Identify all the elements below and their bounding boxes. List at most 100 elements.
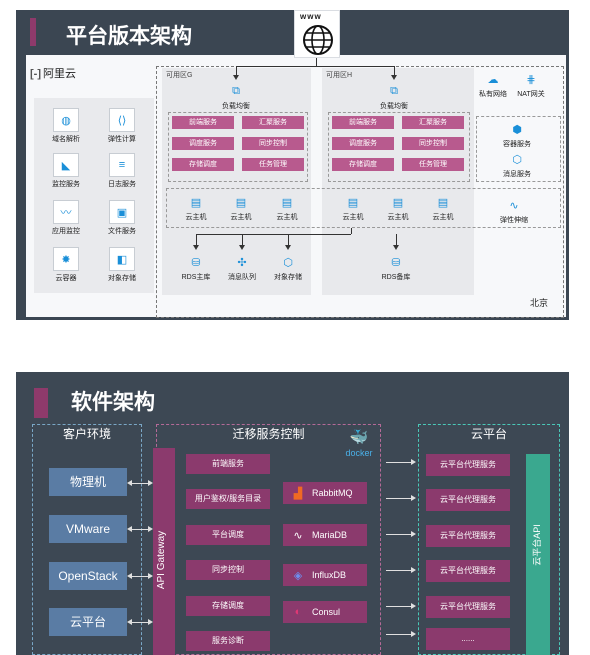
- slide-title: 平台版本架构: [66, 25, 192, 48]
- internet-link-line: [316, 58, 317, 66]
- cloud-proxy-service: 云平台代理服务: [426, 489, 510, 511]
- server-icon: ▤: [235, 196, 247, 209]
- link-line: [394, 66, 395, 76]
- migration-service: 前端服务: [186, 454, 270, 474]
- folder-icon: ▣: [109, 200, 135, 224]
- rds-standby: ⛁RDS备库: [376, 253, 416, 282]
- nat-gateway-icon: ⋕: [526, 73, 536, 86]
- module: 同步控制: [242, 137, 304, 150]
- component-mariadb: ∿MariaDB: [283, 524, 367, 546]
- storage-link-line: [351, 228, 352, 234]
- load-balancer-g: ⧉负载均衡: [218, 82, 254, 111]
- consul-icon: ◐: [294, 606, 302, 618]
- region-label: 北京: [530, 298, 549, 308]
- migration-service: 用户鉴权/服务目录: [186, 489, 270, 509]
- aliyun-logo-icon: [-]: [30, 68, 41, 80]
- component-consul: ◐Consul: [283, 601, 367, 623]
- arrow-down-icon: [391, 75, 397, 80]
- load-balancer-h: ⧉负载均衡: [376, 82, 412, 111]
- load-balancer-icon: ⧉: [390, 84, 398, 97]
- module: 前端服务: [332, 116, 394, 129]
- server-icon: ▤: [347, 196, 359, 209]
- code-icon: ⟨⟩: [109, 108, 135, 132]
- arrow-right: [386, 567, 416, 573]
- arrow-right: [386, 531, 416, 537]
- service-container: ✸云容器: [40, 247, 92, 283]
- zone-g-modules: [168, 112, 308, 182]
- link-line: [396, 234, 397, 246]
- object-storage: ⬡对象存储: [270, 253, 306, 282]
- log-icon: ≡: [109, 153, 135, 177]
- service-container: ⬢容器服务: [501, 120, 533, 149]
- autoscaling-icon: ∿: [509, 199, 519, 212]
- platform-architecture-slide: 平台版本架构 www [-]阿里云 ◍域名解析 ⟨⟩弹性计算 ◣监控服务 ≡日志…: [16, 10, 569, 320]
- service-app-monitor: 〰应用监控: [40, 200, 92, 236]
- slide-title: 软件架构: [71, 391, 155, 414]
- service-nat: ⋕NAT网关: [513, 70, 549, 99]
- module: 存储调度: [172, 158, 234, 171]
- cloud-proxy-service: 云平台代理服务: [426, 596, 510, 618]
- mariadb-icon: ∿: [293, 529, 303, 542]
- docker-label: docker: [345, 448, 373, 458]
- module: 存储调度: [332, 158, 394, 171]
- zone-h-label: 可用区H: [326, 72, 353, 79]
- storage-link-line: [196, 234, 351, 235]
- rds-primary: ⛁RDS主库: [178, 253, 214, 282]
- module: 汇聚服务: [402, 116, 464, 129]
- module: 调度服务: [332, 137, 394, 150]
- service-monitor: ◣监控服务: [40, 153, 92, 189]
- arrow-down-icon: [233, 75, 239, 80]
- cloud-host: ▤云主机: [272, 193, 302, 222]
- queue-icon: ✣: [237, 256, 247, 269]
- server-icon: ▤: [190, 196, 202, 209]
- influxdb-icon: ◈: [293, 569, 303, 582]
- service-object-storage: ◧对象存储: [96, 247, 148, 283]
- link-line: [288, 234, 289, 246]
- zone-g-label: 可用区G: [166, 72, 193, 79]
- cloud-icon: ☁: [487, 73, 499, 86]
- right-services-box: [476, 116, 561, 182]
- bidirectional-arrow: [127, 619, 153, 625]
- cloud-host-row: [166, 188, 561, 228]
- service-message: ⬡消息服务: [501, 150, 533, 179]
- cloud-proxy-service: 云平台代理服务: [426, 525, 510, 547]
- title-accent-bar: [30, 18, 36, 46]
- client-openstack: OpenStack: [49, 562, 127, 590]
- component-influxdb: ◈InfluxDB: [283, 564, 367, 586]
- aliyun-logo: [-]阿里云: [30, 65, 76, 81]
- arrow-right: [386, 495, 416, 501]
- monitor-icon: ◣: [53, 153, 79, 177]
- server-icon: ▤: [392, 196, 404, 209]
- client-cloud: 云平台: [49, 608, 127, 636]
- cloud-host: ▤云主机: [383, 193, 413, 222]
- cloud-host: ▤云主机: [226, 193, 256, 222]
- component-rabbitmq: ▟RabbitMQ: [283, 482, 367, 504]
- link-line: [242, 234, 243, 246]
- cloud-platform-title: 云平台: [470, 427, 507, 441]
- migration-service: 存储调度: [186, 596, 270, 616]
- rabbitmq-icon: ▟: [293, 487, 303, 500]
- service-dns: ◍域名解析: [40, 108, 92, 144]
- migration-control-title: 迁移服务控制: [232, 427, 305, 441]
- arrow-down-icon: [393, 245, 399, 250]
- message-queue: ✣消息队列: [224, 253, 260, 282]
- cloud-proxy-ellipsis: ......: [426, 628, 510, 650]
- internet-box: [294, 10, 340, 58]
- cloud-api-label: 云平台API: [532, 524, 542, 566]
- cloud-host: ▤云主机: [428, 193, 458, 222]
- provider-name: 阿里云: [43, 68, 76, 80]
- zone-h-modules: [328, 112, 470, 182]
- database-icon: ⛁: [391, 256, 401, 269]
- migration-service: 同步控制: [186, 560, 270, 580]
- storage-icon: ⬡: [283, 256, 293, 269]
- migration-service: 平台调度: [186, 525, 270, 545]
- bidirectional-arrow: [127, 573, 153, 579]
- title-accent-bar: [34, 388, 48, 418]
- docker-whale-icon: 🐳: [349, 429, 369, 446]
- server-icon: ▤: [281, 196, 293, 209]
- bidirectional-arrow: [127, 526, 153, 532]
- service-compute: ⟨⟩弹性计算: [96, 108, 148, 144]
- message-icon: ⬡: [512, 153, 522, 166]
- service-autoscaling: ∿弹性伸缩: [498, 196, 530, 225]
- service-log: ≡日志服务: [96, 153, 148, 189]
